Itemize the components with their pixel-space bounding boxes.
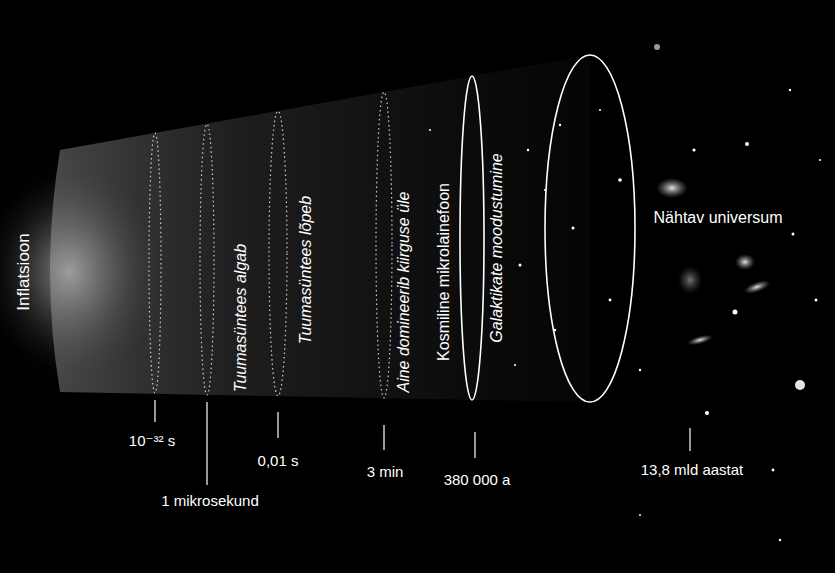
star (429, 129, 431, 131)
time-label: 10⁻³² s (129, 432, 175, 449)
star (733, 310, 738, 315)
tick-marks (155, 400, 690, 485)
star (792, 233, 795, 236)
era-label: Galaktikate moodustumine (488, 153, 506, 342)
star (527, 149, 529, 151)
tick (383, 425, 384, 450)
era-label: Tuumasüntees lõpeb (297, 196, 315, 344)
time-label: 1 mikrosekund (161, 492, 259, 509)
galaxy (686, 333, 713, 347)
cmb-ring (460, 76, 484, 400)
tick (689, 428, 690, 451)
star (705, 411, 709, 415)
tick (154, 400, 155, 422)
galaxy (742, 278, 772, 297)
ring (269, 111, 287, 396)
tick (206, 402, 207, 485)
time-label: 13,8 mld aastat (641, 461, 744, 478)
stars (429, 44, 821, 541)
star (772, 469, 775, 472)
star (609, 299, 612, 302)
era-label: Tuumasüntees algab (232, 244, 250, 392)
ring (200, 124, 214, 395)
star (618, 178, 622, 182)
star (819, 159, 821, 161)
star (519, 264, 522, 267)
galaxy (656, 178, 688, 198)
star (559, 124, 561, 126)
time-label: 0,01 s (258, 452, 299, 469)
time-label: 3 min (367, 463, 404, 480)
era-label: Kosmiline mikrolainefoon (435, 183, 453, 361)
star (779, 539, 781, 541)
star (692, 148, 695, 151)
star (789, 89, 791, 91)
era-label: Aine domineerib kiirguse üle (395, 192, 413, 393)
star (639, 369, 641, 371)
ring (376, 92, 392, 398)
star (554, 329, 556, 331)
star (514, 364, 516, 366)
era-label: Inflatsioon (14, 233, 34, 311)
star (745, 142, 749, 146)
time-label: 380 000 a (444, 471, 511, 488)
region-label: Nähtav universum (654, 209, 783, 227)
tick (277, 412, 278, 438)
star (654, 44, 660, 50)
observable-ring (545, 55, 635, 402)
tick (474, 432, 475, 458)
time-rings (149, 92, 392, 398)
ring (149, 133, 161, 393)
galaxy (678, 266, 702, 294)
star (544, 189, 546, 191)
expansion-cone (50, 55, 590, 402)
star (815, 299, 818, 302)
galaxies (656, 178, 772, 347)
galaxy (735, 254, 755, 270)
star (639, 514, 641, 516)
star (599, 109, 601, 111)
star (795, 380, 805, 390)
star (572, 227, 575, 230)
